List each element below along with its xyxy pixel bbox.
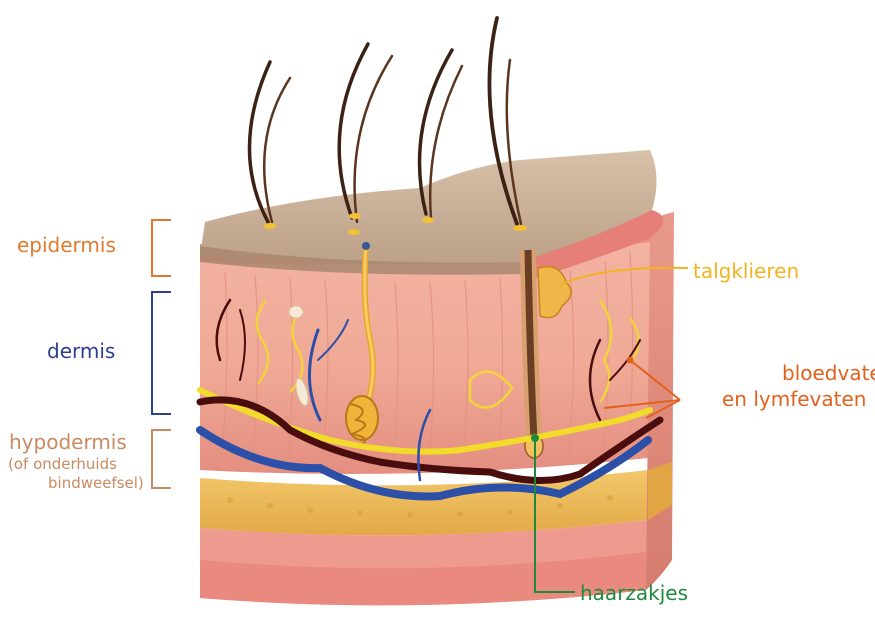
label-talgklieren: talgklieren: [693, 260, 799, 282]
label-lymfevaten: en lymfevaten: [722, 388, 866, 410]
label-epidermis: epidermis: [17, 234, 116, 256]
sweat-gland-coil: [346, 396, 378, 440]
hair: [264, 78, 290, 222]
label-dermis: dermis: [47, 340, 115, 362]
bracket-dermis: [152, 292, 171, 414]
bracket-hypodermis: [152, 430, 171, 488]
label-hypodermis: hypodermis: [9, 431, 127, 453]
bracket-epidermis: [152, 220, 171, 276]
label-haarzakjes: haarzakjes: [580, 582, 688, 604]
label-hypodermis-note-1: (of onderhuids: [8, 456, 117, 473]
label-hypodermis-note-2: bindweefsel): [48, 475, 144, 492]
